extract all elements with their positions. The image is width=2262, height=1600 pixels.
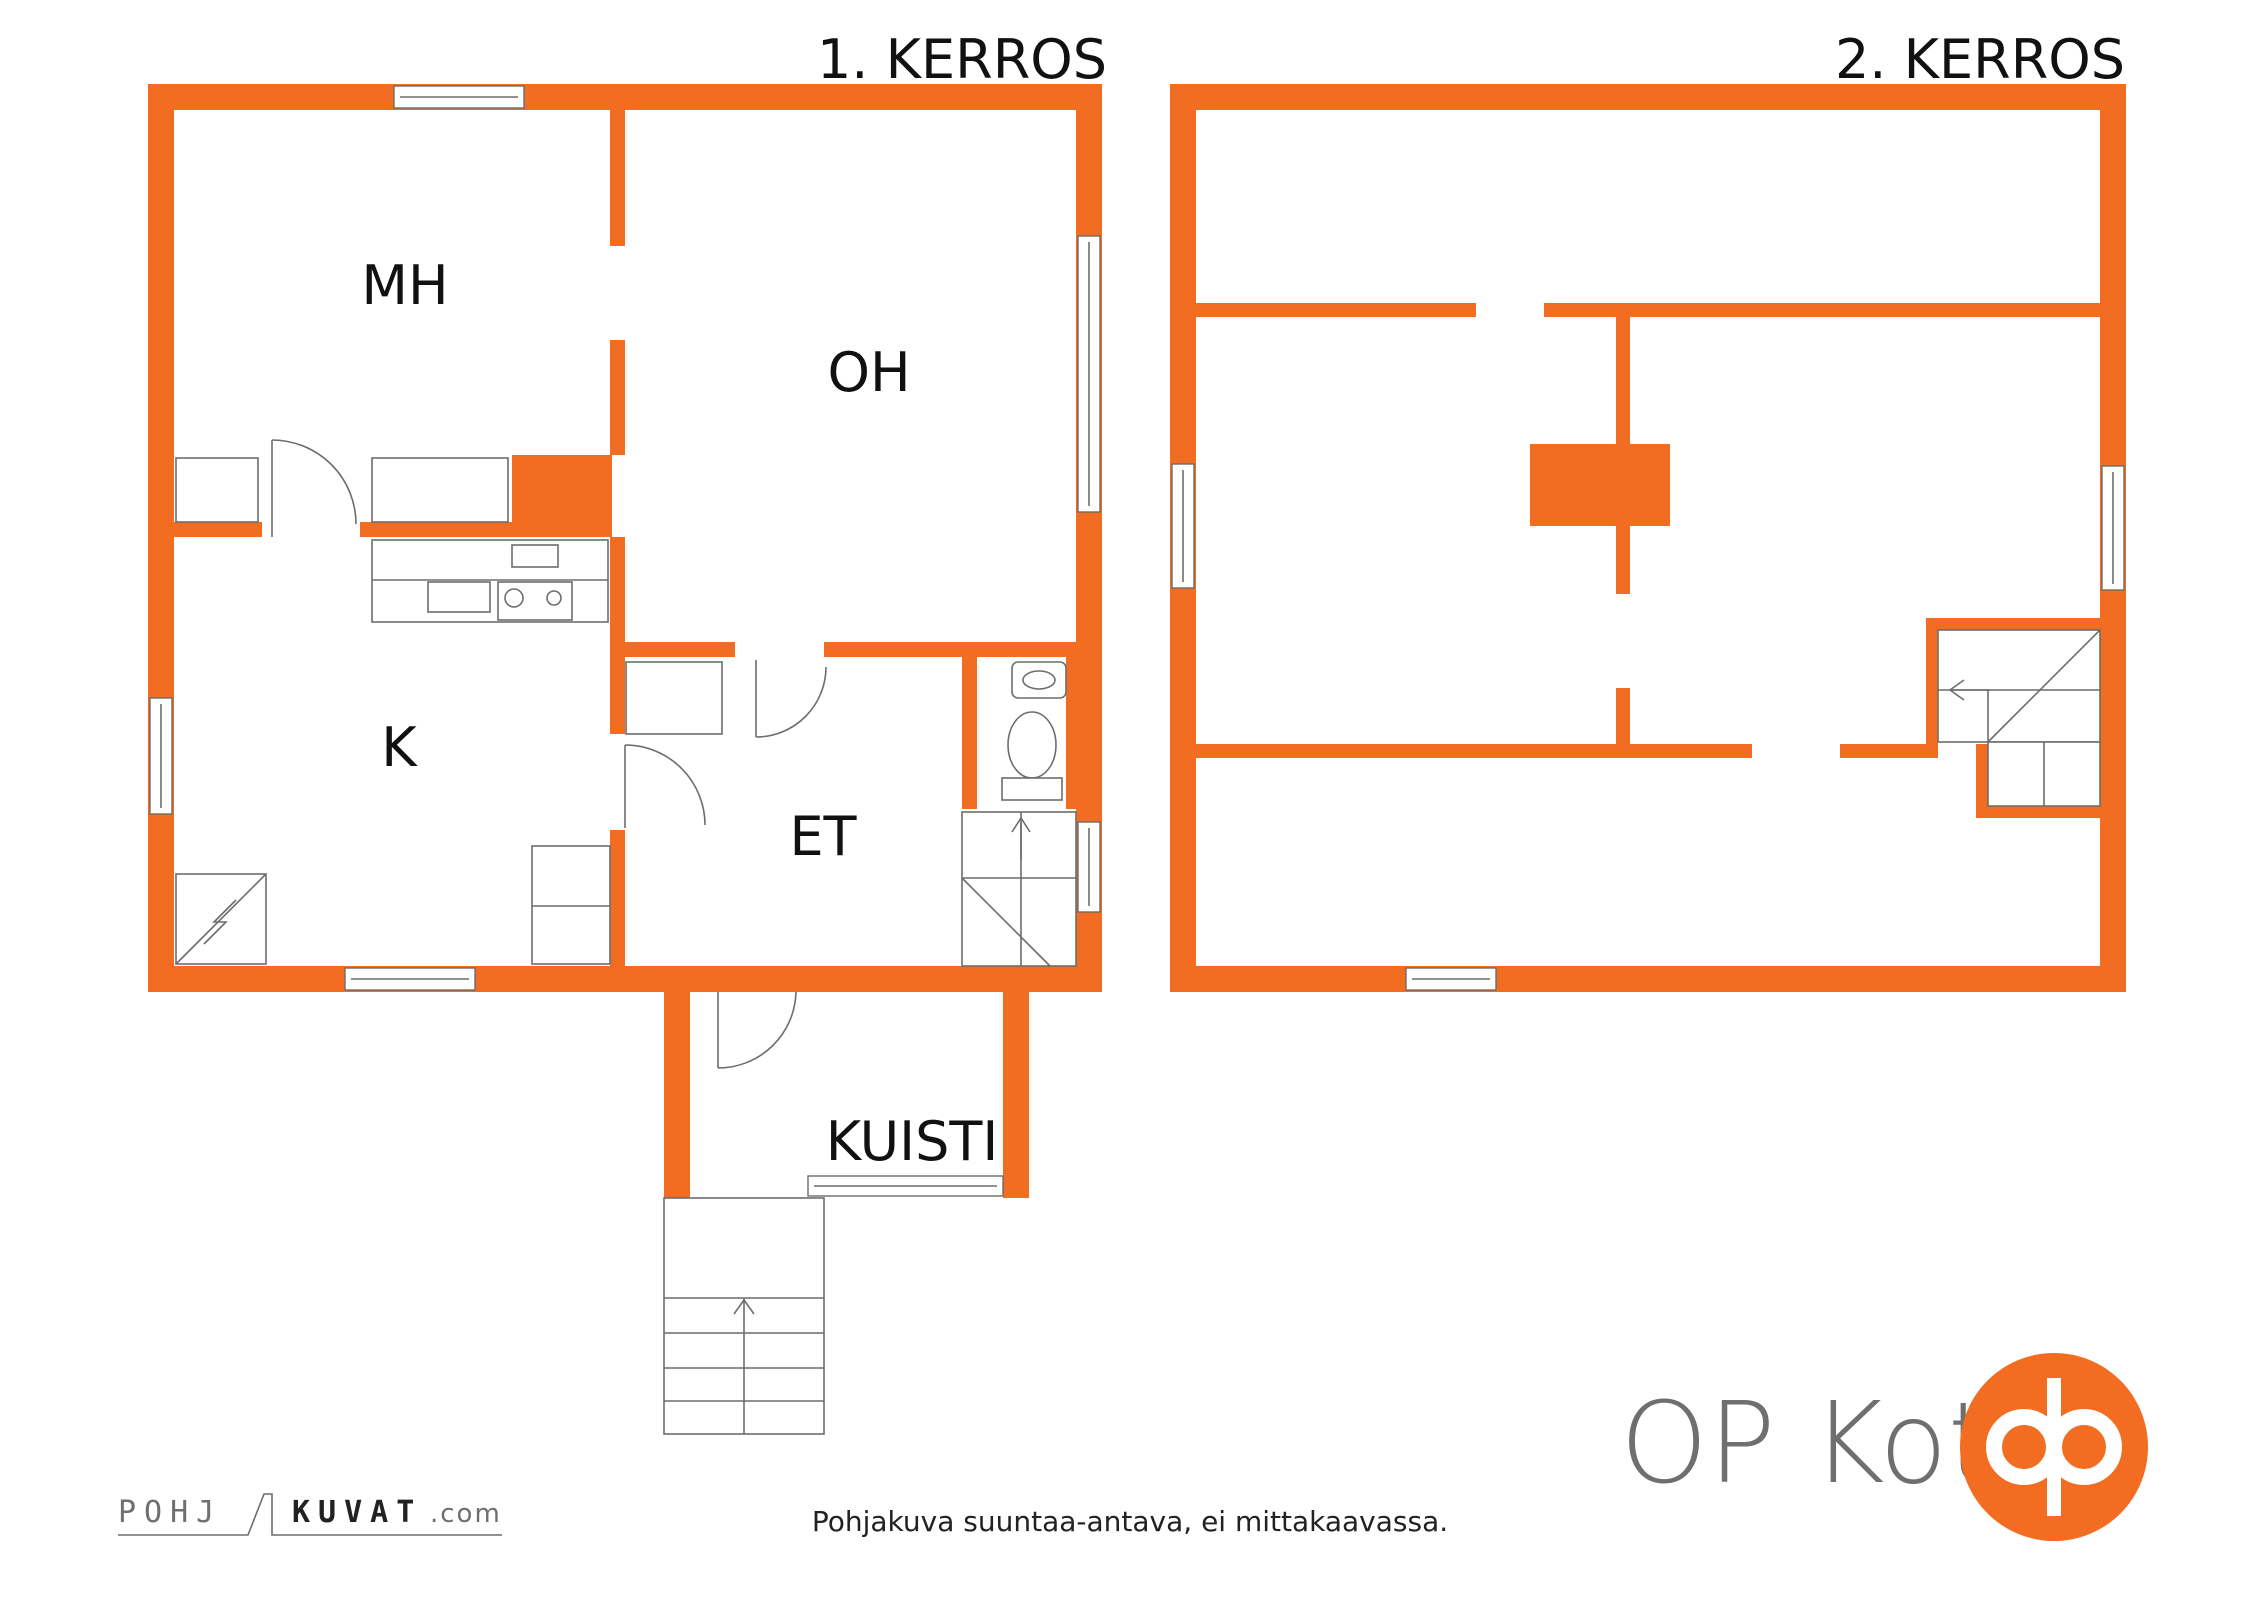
credit-underline: [118, 1493, 502, 1536]
credit-part2: KUVAT: [292, 1495, 422, 1530]
wardrobe: [371, 457, 509, 523]
credit-part1: POHJ: [118, 1495, 222, 1530]
floor-2-plan: 2. KERROS: [1170, 28, 2126, 992]
floor-1-fixtures: [175, 457, 1077, 967]
door-kitchen: [624, 744, 706, 828]
floor-2-windows: [1171, 463, 2125, 991]
door-hall-closet: [755, 660, 827, 738]
staircase: [961, 811, 1077, 967]
floor-2-walls: [1170, 84, 2126, 992]
room-label-mh: MH: [361, 254, 448, 317]
sink-icon: [427, 581, 491, 613]
floor-2-title: 2. KERROS: [1835, 28, 2125, 91]
toilet-icon: [1007, 711, 1057, 779]
floor-1-title: 1. KERROS: [817, 28, 1107, 91]
credit-suffix: .com: [430, 1499, 502, 1529]
closet: [625, 661, 723, 735]
floor-1-walls: [148, 84, 1102, 1198]
door-entrance: [717, 991, 797, 1069]
op-logo-icon: [1960, 1353, 2148, 1541]
credit-logo: POHJ KUVAT .com: [118, 1493, 502, 1536]
room-label-kuisti: KUISTI: [826, 1110, 999, 1173]
entrance-steps: [663, 1197, 825, 1435]
room-label-et: ET: [789, 805, 857, 868]
wardrobe: [175, 457, 259, 523]
room-label-k: K: [381, 716, 418, 779]
door-mh: [271, 439, 357, 537]
brand-name: OP Koti: [1620, 1379, 2023, 1509]
washbasin-icon: [1011, 661, 1067, 699]
disclaimer: Pohjakuva suuntaa-antava, ei mittakaavas…: [812, 1505, 1448, 1538]
floor-1-windows: [149, 85, 1101, 1197]
cabinet: [531, 845, 611, 965]
floor-2-staircase: [1937, 629, 2101, 807]
room-label-oh: OH: [827, 341, 910, 404]
floor-1-plan: 1. KERROS: [148, 28, 1107, 1435]
